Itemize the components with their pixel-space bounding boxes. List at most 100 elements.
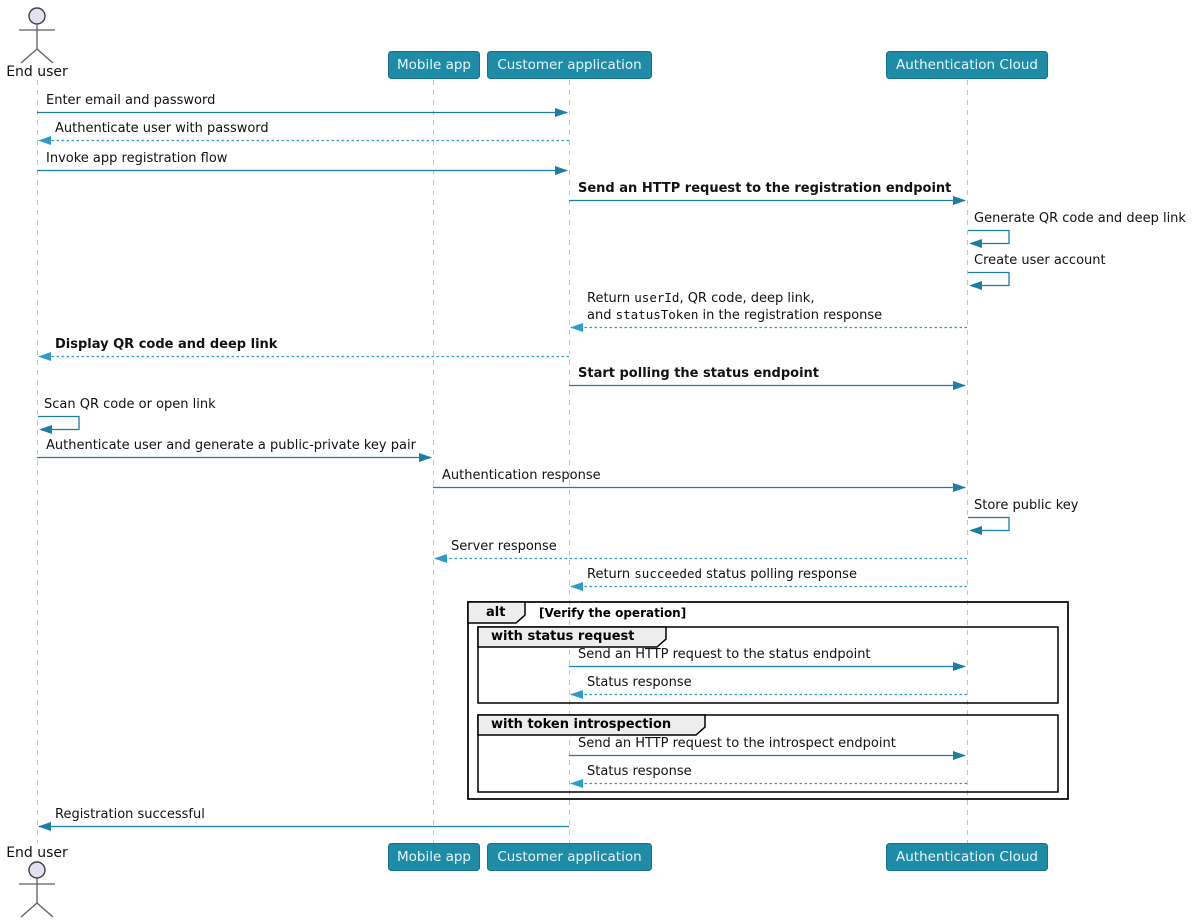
message-label: Invoke app registration flow: [46, 151, 227, 167]
message-label-line: Authenticate user with password: [55, 121, 269, 137]
participant-label: Authentication Cloud: [896, 849, 1038, 865]
message-label: Create user account: [974, 253, 1106, 269]
message-label: Start polling the status endpoint: [578, 366, 819, 382]
message-label: Status response: [587, 764, 692, 780]
message-text: Scan QR code or open link: [44, 397, 216, 412]
message-label-line: Send an HTTP request to the status endpo…: [578, 647, 871, 663]
message-label: Send an HTTP request to the introspect e…: [578, 736, 896, 752]
actor-label-end-user: End user: [6, 64, 68, 80]
message-text: Generate QR code and deep link: [974, 211, 1186, 226]
message-label: Registration successful: [55, 807, 205, 823]
message-label: Authentication response: [442, 468, 601, 484]
message-text: , QR code, deep link,: [679, 291, 815, 306]
message-arrowhead: [953, 483, 966, 492]
message-label-line: Status response: [587, 764, 692, 780]
participant-box-authentication-cloud: Authentication Cloud: [886, 51, 1048, 79]
group-tab: [477, 626, 667, 648]
message-label-line: Return succeeded status polling response: [587, 566, 857, 583]
message-label: Store public key: [974, 498, 1079, 514]
message-arrowhead: [953, 381, 966, 390]
message-arrowhead: [570, 582, 583, 591]
self-message-arrowhead: [969, 526, 982, 535]
self-message-loop: [38, 415, 80, 431]
message-text: Return: [587, 567, 635, 582]
message-label-line: Create user account: [974, 253, 1106, 269]
group-label: with token introspection: [491, 717, 672, 732]
participant-label: Mobile app: [397, 57, 471, 73]
participant-box-mobile-app: Mobile app: [388, 51, 480, 79]
participant-box-mobile-app: Mobile app: [388, 843, 480, 871]
message-label: Authenticate user with password: [55, 121, 269, 137]
message-text: Send an HTTP request to the introspect e…: [578, 736, 896, 751]
participant-box-customer-application: Customer application: [487, 843, 652, 871]
message-label-line: Registration successful: [55, 807, 205, 823]
message-label: Send an HTTP request to the status endpo…: [578, 647, 871, 663]
message-label-line: Send an HTTP request to the introspect e…: [578, 736, 896, 752]
message-label-line: Authenticate user and generate a public-…: [46, 438, 416, 454]
alt-operator-label: alt: [486, 605, 506, 620]
message-label-line: Scan QR code or open link: [44, 397, 216, 413]
message-text: Enter email and password: [46, 93, 216, 108]
message-label: Server response: [451, 539, 557, 555]
message-text: Status response: [587, 675, 692, 690]
group-tab: [477, 714, 706, 736]
self-message-arrowhead: [39, 425, 52, 434]
message-label-line: Send an HTTP request to the registration…: [578, 181, 951, 197]
message-text: Status response: [587, 764, 692, 779]
message-text: and: [587, 308, 616, 323]
group-border: [477, 626, 1059, 704]
message-arrowhead: [953, 662, 966, 671]
message-label-line: Generate QR code and deep link: [974, 211, 1186, 227]
message-text: Create user account: [974, 253, 1106, 268]
message-label: Generate QR code and deep link: [974, 211, 1186, 227]
group-label: with status request: [491, 629, 635, 644]
participant-box-customer-application: Customer application: [487, 51, 652, 79]
message-label-line: Display QR code and deep link: [55, 337, 277, 353]
message-text: in the registration response: [698, 308, 883, 323]
participant-label: Authentication Cloud: [896, 57, 1038, 73]
message-arrowhead: [570, 690, 583, 699]
message-label-line: Status response: [587, 675, 692, 691]
message-label-line: Store public key: [974, 498, 1079, 514]
actor-figure: [19, 7, 55, 64]
message-arrowhead: [570, 323, 583, 332]
message-label: Return succeeded status polling response: [587, 566, 857, 583]
message-text: Start polling the status endpoint: [578, 366, 820, 381]
alt-tab: [467, 601, 526, 624]
self-message-arrowhead: [969, 239, 982, 248]
message-label-line: Return userId, QR code, deep link,: [587, 290, 882, 307]
message-text: Authenticate user with password: [55, 121, 269, 136]
message-arrowhead: [570, 779, 583, 788]
message-label-line: Invoke app registration flow: [46, 151, 227, 167]
participant-label: Mobile app: [397, 849, 471, 865]
message-label-line: Enter email and password: [46, 93, 215, 109]
message-text: Server response: [451, 539, 557, 554]
participant-label: Customer application: [497, 849, 642, 865]
message-text: Authentication response: [442, 468, 601, 483]
message-arrowhead: [38, 822, 51, 831]
message-text: Authenticate user and generate a public-…: [46, 438, 416, 453]
message-code-text: userId: [634, 290, 680, 305]
alt-condition-label: [Verify the operation]: [539, 606, 687, 620]
message-text: Send an HTTP request to the registration…: [578, 181, 952, 196]
message-arrowhead: [953, 751, 966, 760]
message-text: Send an HTTP request to the status endpo…: [578, 647, 871, 662]
self-message-loop: [968, 229, 1010, 245]
actor-figure: [19, 861, 55, 918]
message-arrowhead: [953, 196, 966, 205]
message-label-line: Authentication response: [442, 468, 601, 484]
message-code-text: succeeded: [634, 566, 703, 581]
message-text: status polling response: [702, 567, 857, 582]
message-label: Scan QR code or open link: [44, 397, 216, 413]
self-message-arrowhead: [969, 281, 982, 290]
actor-label-end-user: End user: [6, 845, 68, 861]
message-label-line: and statusToken in the registration resp…: [587, 307, 882, 324]
message-arrowhead: [434, 554, 447, 563]
message-arrowhead: [555, 108, 568, 117]
self-message-loop: [968, 271, 1010, 287]
alt-fragment-border: [467, 601, 1069, 800]
message-code-text: statusToken: [615, 307, 699, 322]
message-label: Send an HTTP request to the registration…: [578, 181, 951, 197]
